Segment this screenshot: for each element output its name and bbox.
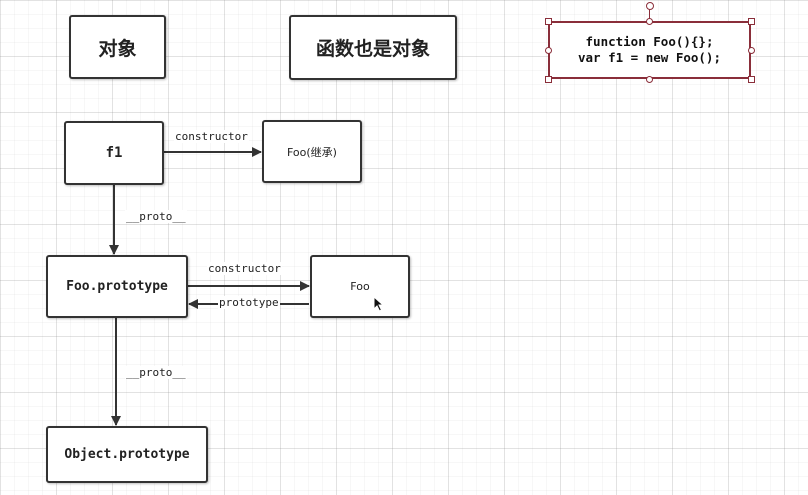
resize-handle-bottom-left[interactable] — [545, 76, 552, 83]
node-foo-prototype[interactable]: Foo.prototype — [46, 255, 188, 318]
node-foo-label: Foo — [350, 280, 370, 293]
label-f1-constructor[interactable]: constructor — [174, 130, 249, 143]
resize-handle-bottom-right[interactable] — [748, 76, 755, 83]
title-function-is-object[interactable]: 函数也是对象 — [289, 15, 457, 80]
label-foo-prototype[interactable]: prototype — [218, 296, 280, 309]
label-prototype-proto[interactable]: __proto__ — [125, 366, 187, 379]
resize-handle-bottom[interactable] — [646, 76, 653, 83]
node-foo-prototype-label: Foo.prototype — [66, 279, 168, 294]
title-function-is-object-text: 函数也是对象 — [315, 38, 430, 60]
node-foo[interactable]: Foo — [310, 255, 410, 318]
node-f1[interactable]: f1 — [64, 121, 164, 185]
label-f1-proto[interactable]: __proto__ — [125, 210, 187, 223]
rotate-handle[interactable] — [646, 2, 654, 10]
mouse-pointer-icon — [373, 296, 385, 312]
code-line-1: function Foo(){}; — [585, 34, 714, 49]
title-object-text: 对象 — [98, 37, 137, 60]
node-foo-inherited-label: Foo(继承) — [287, 145, 337, 159]
resize-handle-right[interactable] — [748, 47, 755, 54]
label-prototype-constructor[interactable]: constructor — [207, 262, 282, 275]
code-line-2: var f1 = new Foo(); — [578, 50, 721, 65]
resize-handle-top[interactable] — [646, 18, 653, 25]
rotate-handle-stem — [649, 8, 650, 19]
node-foo-inherited[interactable]: Foo(继承) — [262, 120, 362, 183]
resize-handle-top-right[interactable] — [748, 18, 755, 25]
node-object-prototype[interactable]: Object.prototype — [46, 426, 208, 483]
resize-handle-left[interactable] — [545, 47, 552, 54]
node-object-prototype-label: Object.prototype — [64, 447, 190, 462]
resize-handle-top-left[interactable] — [545, 18, 552, 25]
title-object[interactable]: 对象 — [69, 15, 166, 79]
node-f1-label: f1 — [105, 145, 123, 161]
code-box-selected[interactable]: function Foo(){}; var f1 = new Foo(); — [548, 21, 751, 79]
